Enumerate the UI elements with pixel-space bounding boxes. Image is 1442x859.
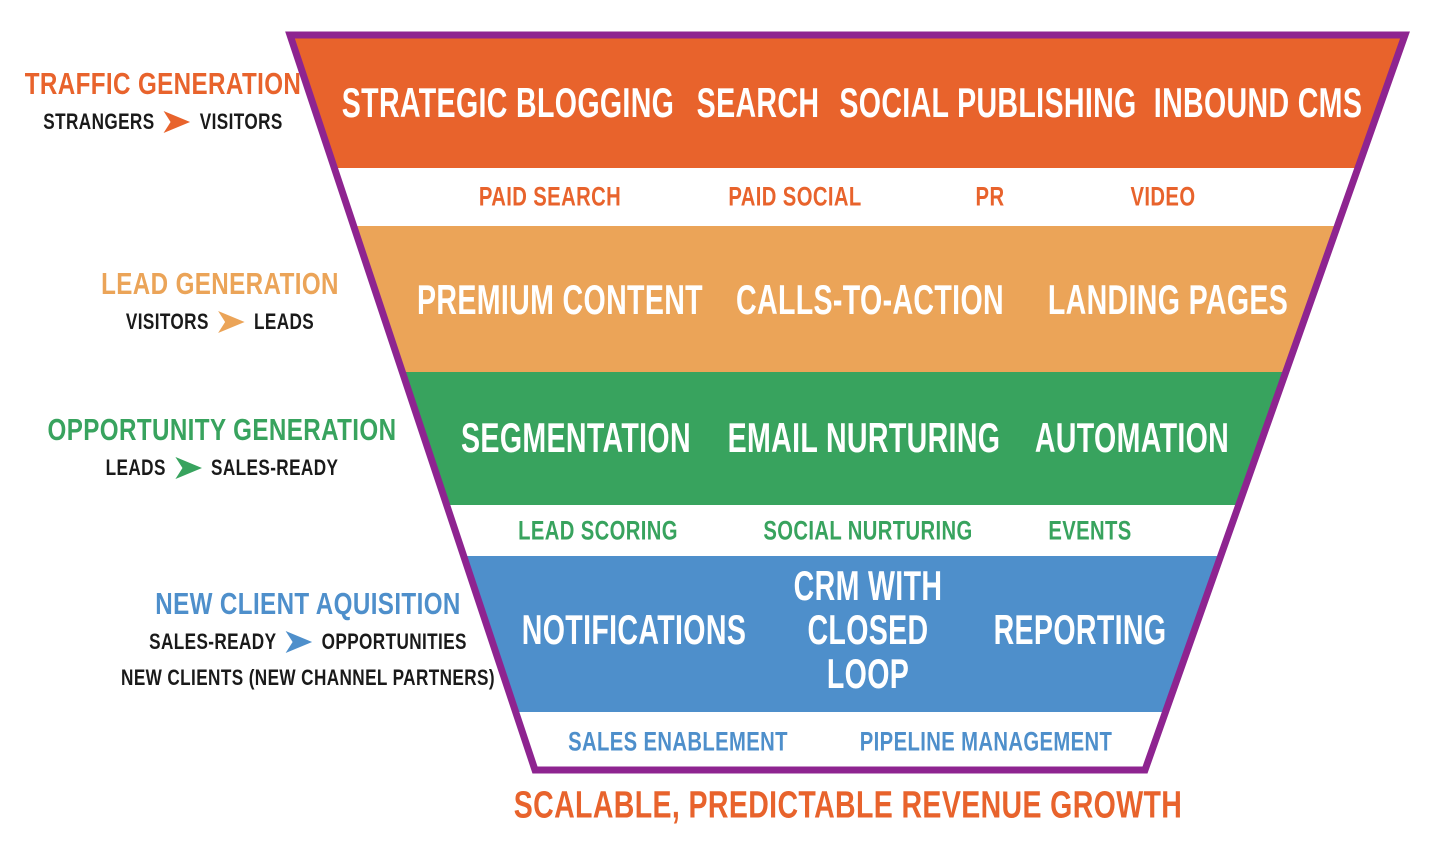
funnel-item-pipeline-management: PIPELINE MANAGEMENT bbox=[859, 726, 1113, 757]
flow-to: VISITORS bbox=[199, 109, 283, 134]
funnel-item-segmentation: SEGMENTATION bbox=[461, 413, 691, 461]
stage-title: LEAD GENERATION bbox=[101, 266, 339, 301]
stage-title: OPPORTUNITY GENERATION bbox=[47, 412, 397, 447]
stage-title: TRAFFIC GENERATION bbox=[24, 66, 302, 101]
stage-flow: SALES-READY OPPORTUNITIES bbox=[121, 629, 495, 655]
stage-flow: LEADS SALES-READY bbox=[48, 455, 397, 481]
flow-from: STRANGERS bbox=[43, 109, 155, 134]
arrow-right-icon bbox=[285, 631, 313, 653]
stage-title: NEW CLIENT AQUISITION bbox=[155, 586, 461, 621]
funnel-item-inbound-cms: INBOUND CMS bbox=[1153, 78, 1363, 126]
stage-opportunity-generation: OPPORTUNITY GENERATION LEADS SALES-READY bbox=[48, 412, 397, 481]
stage-flow: VISITORS LEADS bbox=[101, 309, 339, 335]
funnel-band-client bbox=[463, 556, 1221, 712]
arrow-right-icon bbox=[218, 311, 245, 333]
flow-to: SALES-READY bbox=[211, 455, 339, 480]
stage-flow: STRANGERS VISITORS bbox=[25, 109, 302, 135]
funnel-band-opportunity bbox=[402, 372, 1286, 505]
funnel-outline bbox=[285, 31, 1410, 774]
funnel-item-premium-content: PREMIUM CONTENT bbox=[417, 275, 703, 323]
funnel-item-sales-enablement: SALES ENABLEMENT bbox=[568, 726, 788, 757]
flow-from: SALES-READY bbox=[149, 629, 277, 654]
funnel-item-lead-scoring: LEAD SCORING bbox=[518, 515, 678, 546]
stage-new-client-aquisition: NEW CLIENT AQUISITION SALES-READY OPPORT… bbox=[121, 586, 495, 691]
funnel-band-lead bbox=[353, 226, 1338, 372]
funnel-item-video: VIDEO bbox=[1130, 181, 1196, 212]
funnel-item-reporting: REPORTING bbox=[993, 605, 1167, 653]
funnel-band-traffic bbox=[290, 35, 1405, 168]
funnel-item-social-nurturing: SOCIAL NURTURING bbox=[763, 515, 973, 546]
funnel-item-strategic-blogging: STRATEGIC BLOGGING bbox=[341, 78, 675, 126]
funnel-item-social-publishing: SOCIAL PUBLISHING bbox=[839, 78, 1137, 126]
funnel-item-search: SEARCH bbox=[696, 78, 820, 126]
funnel-item-pr: PR bbox=[975, 181, 1005, 212]
arrow-right-icon bbox=[175, 457, 202, 479]
footer-label: SCALABLE, PREDICTABLE REVENUE GROWTH bbox=[513, 784, 1183, 827]
flow-from: LEADS bbox=[105, 455, 166, 480]
funnel-item-calls-to-action: CALLS-TO-ACTION bbox=[736, 275, 1004, 323]
stage-lead-generation: LEAD GENERATION VISITORS LEADS bbox=[101, 266, 339, 335]
funnel-item-events: EVENTS bbox=[1048, 515, 1132, 546]
funnel-item-notifications: NOTIFICATIONS bbox=[521, 605, 747, 653]
funnel-item-crm-closed-loop: CRM WITH CLOSED LOOP bbox=[793, 561, 943, 698]
funnel-item-email-nurturing: EMAIL NURTURING bbox=[727, 413, 1001, 461]
funnel-item-paid-social: PAID SOCIAL bbox=[728, 181, 862, 212]
arrow-right-icon bbox=[163, 111, 191, 133]
funnel-item-paid-search: PAID SEARCH bbox=[478, 181, 622, 212]
stage-note: NEW CLIENTS (NEW CHANNEL PARTNERS) bbox=[121, 665, 495, 690]
funnel-item-landing-pages: LANDING PAGES bbox=[1047, 275, 1289, 323]
stage-traffic-generation: TRAFFIC GENERATION STRANGERS VISITORS bbox=[25, 66, 302, 135]
flow-to: OPPORTUNITIES bbox=[321, 629, 467, 654]
funnel-item-automation: AUTOMATION bbox=[1034, 413, 1230, 461]
flow-to: LEADS bbox=[254, 309, 315, 334]
flow-from: VISITORS bbox=[125, 309, 209, 334]
